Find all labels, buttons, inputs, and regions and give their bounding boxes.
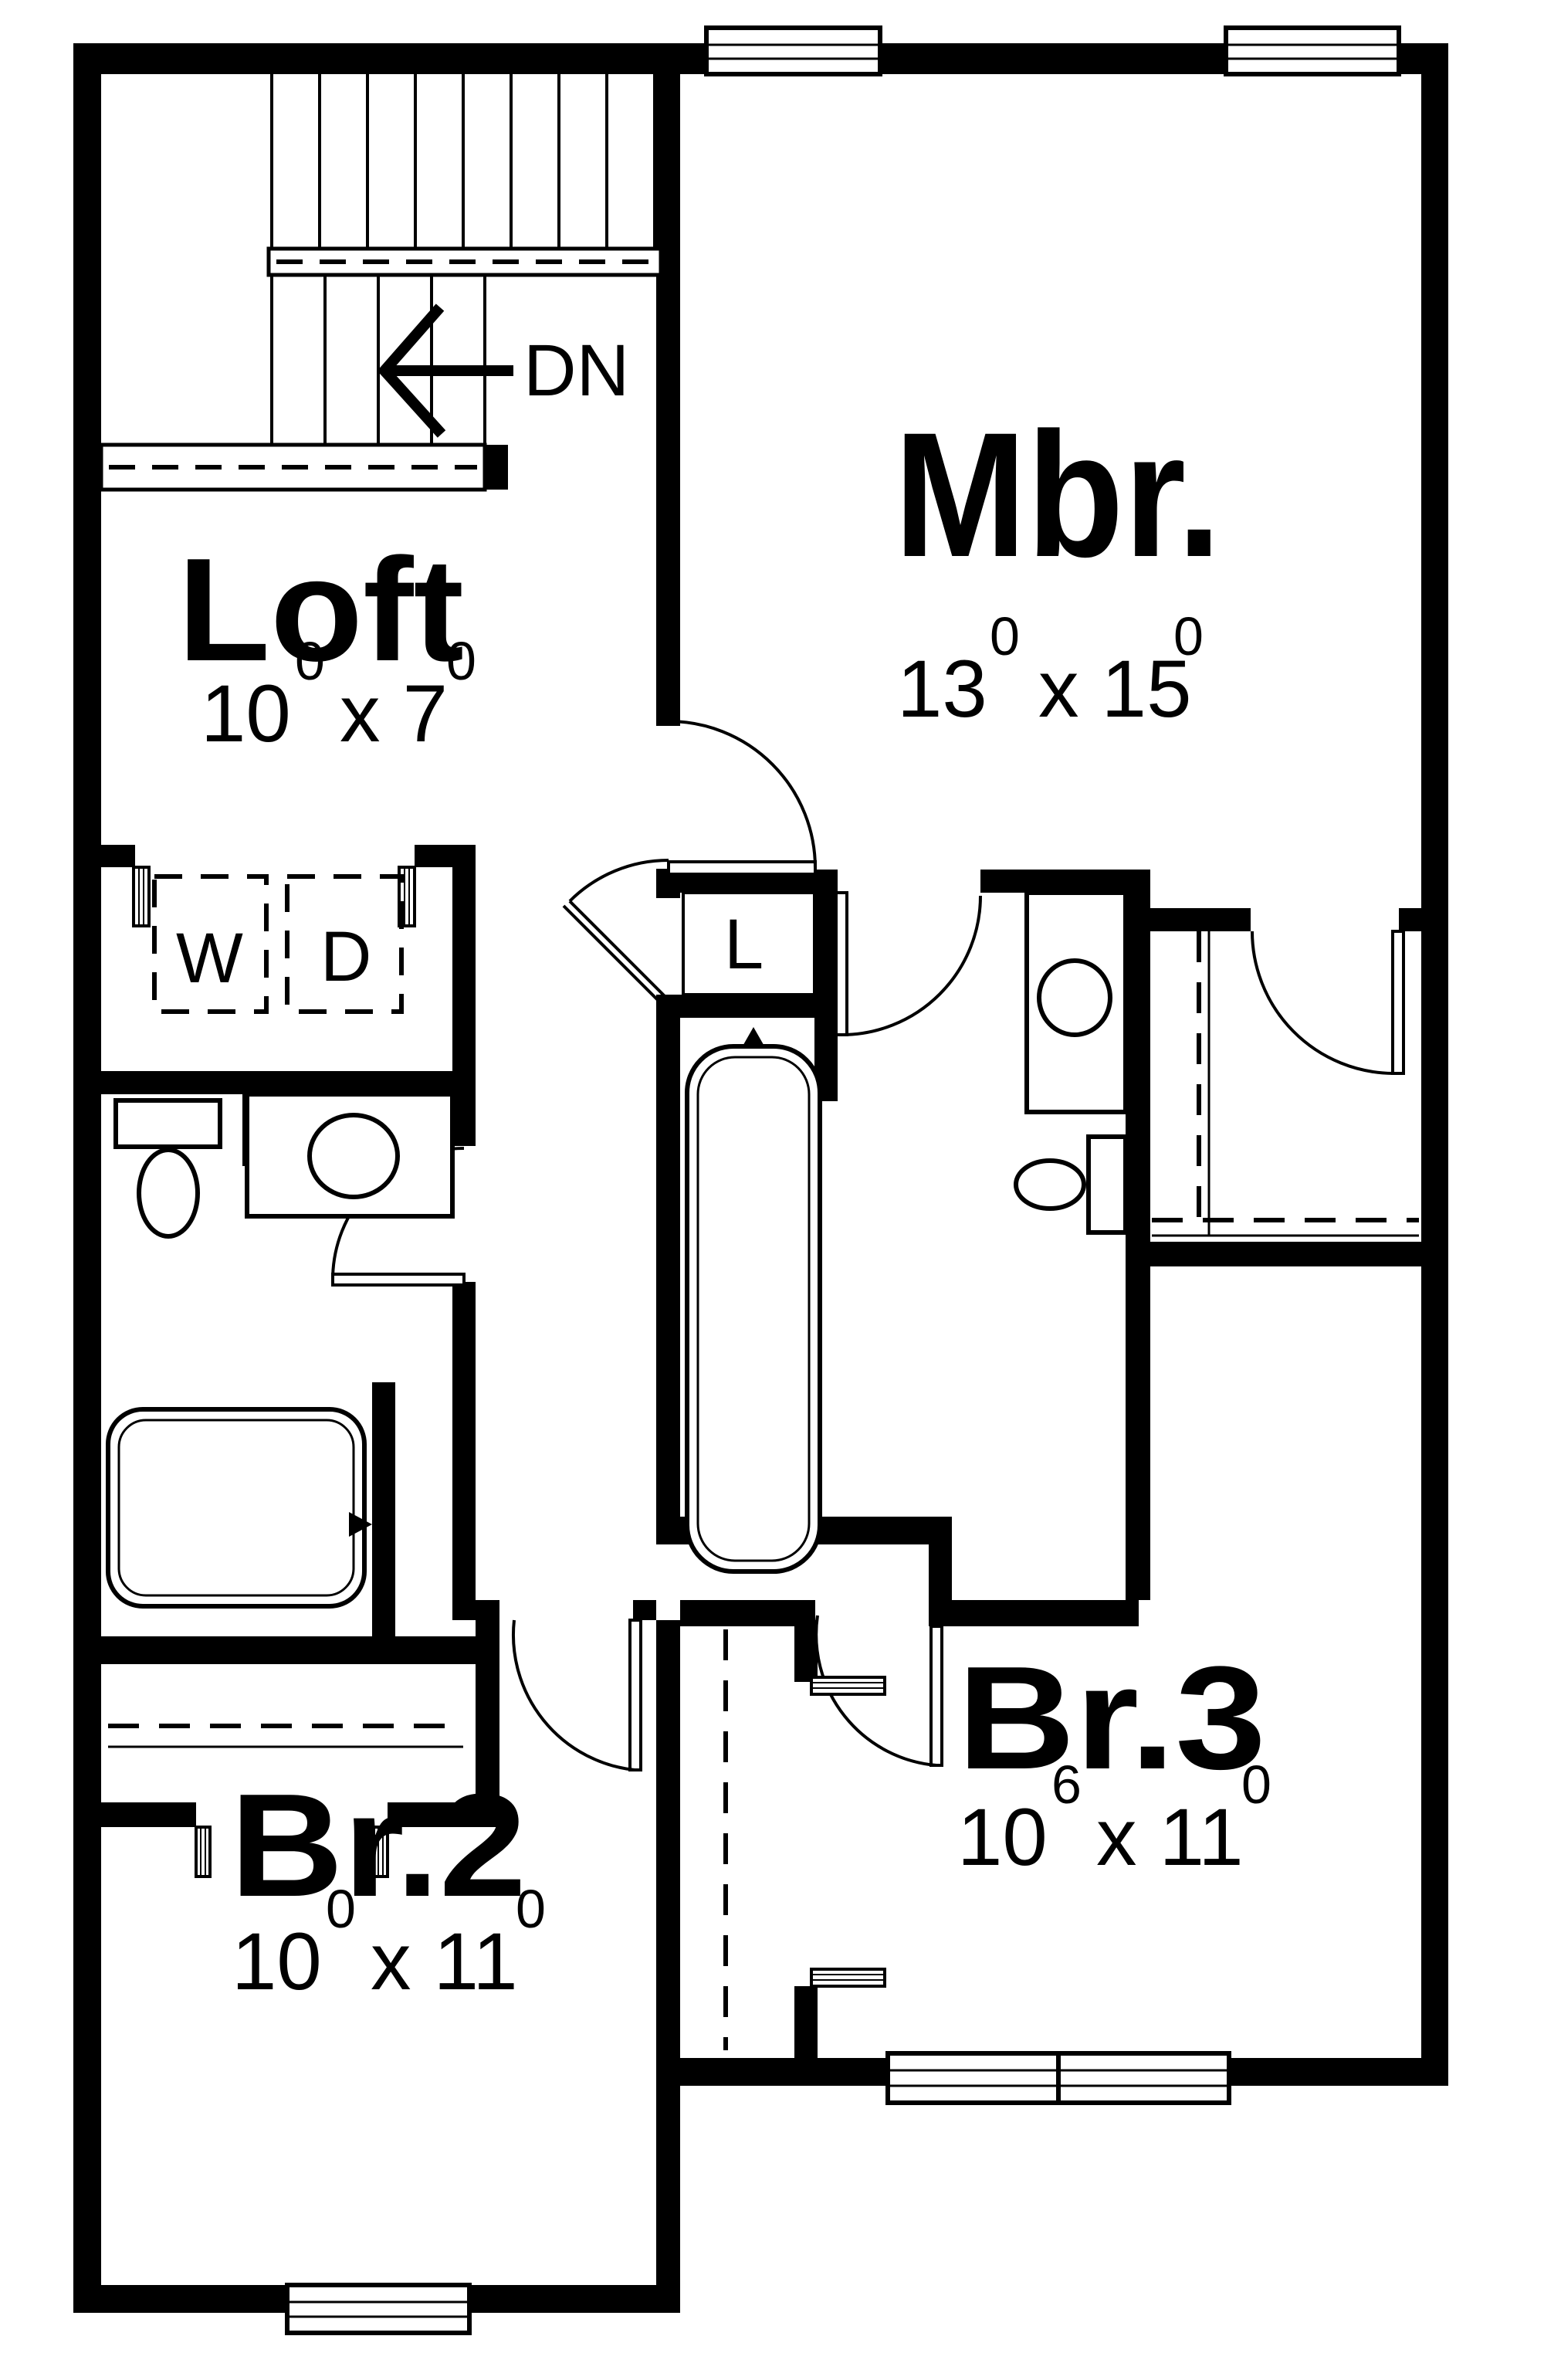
- hall-bath-tub-faucet: [349, 1512, 372, 1537]
- wall-pocket-south: [680, 1600, 815, 1626]
- stairs: [99, 74, 663, 492]
- master-bath-tub-faucet: [741, 1027, 766, 1049]
- wall-hall-bath-divider-upper: [656, 1000, 680, 1517]
- jamb-br2-closet-left: [195, 1826, 212, 1878]
- labels: Loft 10 0 x 7 0 Mbr. 13 0 x 15 0 Br.2 10…: [176, 330, 1271, 2007]
- room-dim-loft: 10 0 x 7 0: [201, 631, 476, 759]
- window-br3-double: [885, 2051, 1231, 2105]
- stairs-down-label: DN: [523, 330, 629, 412]
- room-dim-br3: 10 6 x 11 0: [957, 1754, 1271, 1883]
- linen-closet-interior: [682, 891, 816, 996]
- wall-mcloset-south: [1126, 1242, 1448, 1266]
- washer-box: [152, 874, 269, 1014]
- svg-text:10: 10: [201, 669, 291, 759]
- wall-hallbath-north: [73, 1071, 476, 1094]
- wall-hall-south-west: [633, 1600, 656, 1620]
- wall-br3-closet-stub-top: [794, 1620, 818, 1682]
- washer-label: W: [176, 919, 243, 998]
- room-dim-mbr: 13 0 x 15 0: [897, 606, 1204, 734]
- stair-landing-upper: [266, 246, 663, 277]
- wall-exterior-left: [73, 43, 101, 2313]
- door-br2: [511, 1619, 642, 1771]
- room-label-loft: Loft: [178, 528, 464, 692]
- svg-text:0: 0: [1241, 1754, 1271, 1815]
- wall-br2-nook-west: [476, 1600, 499, 1827]
- wall-br2-closet-front-right: [388, 1802, 499, 1827]
- closet-lines: [108, 931, 1419, 2050]
- stair-upper-flight-treads: [318, 74, 656, 249]
- master-bath-toilet: [1014, 1134, 1128, 1235]
- door-mbr: [667, 720, 817, 876]
- svg-text:x 7: x 7: [340, 669, 448, 759]
- svg-text:13: 13: [897, 644, 987, 734]
- wall-mcloset-top-left: [1126, 908, 1251, 931]
- wall-linen-bottom: [656, 995, 838, 1018]
- wall-mbath-east: [1126, 870, 1150, 1600]
- linen-label: L: [724, 905, 764, 984]
- door-master-closet: [1251, 930, 1405, 1075]
- dryer-box: [285, 874, 404, 1014]
- window-br2: [285, 2283, 472, 2335]
- room-dim-br2: 10 0 x 11 0: [232, 1879, 546, 2007]
- wall-mbath-north: [980, 870, 1126, 893]
- wall-laundry-top-right: [415, 845, 476, 867]
- wall-br2-closet-front-left: [73, 1802, 196, 1827]
- wall-br2-br3-divider: [656, 1620, 680, 2313]
- hall-bath-tub: [106, 1407, 372, 1609]
- master-bath-vanity: [1024, 890, 1128, 1114]
- svg-text:x 11: x 11: [1096, 1792, 1244, 1883]
- svg-text:0: 0: [326, 1879, 356, 1939]
- svg-text:x 15: x 15: [1038, 644, 1191, 734]
- wall-stair-mbr-divider: [656, 74, 680, 726]
- svg-text:10: 10: [957, 1792, 1048, 1883]
- hall-bath-vanity: [242, 1092, 455, 1219]
- svg-text:0: 0: [295, 631, 325, 691]
- wall-mcloset-top-right: [1399, 908, 1421, 931]
- wall-tub-alcove: [372, 1382, 395, 1636]
- master-bath-tub: [685, 1027, 822, 1574]
- wall-mbath-south-jog: [929, 1517, 952, 1626]
- svg-text:x 11: x 11: [371, 1917, 518, 2007]
- wall-exterior-right: [1421, 43, 1448, 2086]
- window-mbr-2: [1224, 25, 1401, 76]
- door-linen-closet: [562, 859, 670, 1006]
- stairs-down-arrow: [377, 303, 513, 438]
- fixtures: [106, 874, 1128, 1609]
- door-master-bath: [835, 891, 982, 1036]
- hall-bath-sink: [307, 1113, 400, 1199]
- jamb-laundry-left: [132, 866, 151, 927]
- svg-text:0: 0: [446, 631, 476, 691]
- svg-text:0: 0: [1173, 606, 1204, 666]
- stair-lower-flight-treads: [270, 275, 486, 445]
- doors: [331, 720, 1405, 1771]
- svg-text:0: 0: [990, 606, 1020, 666]
- room-label-br2: Br.2: [230, 1764, 527, 1927]
- windows: [285, 25, 1401, 2335]
- svg-text:6: 6: [1051, 1754, 1082, 1815]
- wall-laundry-top-left: [101, 845, 135, 867]
- wall-br3-closet-stub-bottom: [794, 1986, 818, 2058]
- room-label-br3: Br.3: [957, 1636, 1266, 1800]
- jamb-br3-closet-bottom: [810, 1968, 886, 1988]
- hall-bath-toilet: [113, 1098, 222, 1239]
- jamb-br3-closet-top: [810, 1676, 886, 1696]
- wall-linen-east: [814, 870, 838, 1101]
- wall-hall-west-lower: [452, 1282, 476, 1620]
- wall-mbath-south-east: [952, 1600, 1139, 1626]
- stair-landing-lower: [99, 442, 508, 492]
- wall-hallbath-south: [73, 1636, 476, 1664]
- svg-text:10: 10: [232, 1917, 322, 2007]
- room-label-mbr: Mbr.: [894, 395, 1221, 594]
- wall-hall-west-upper: [452, 845, 476, 1146]
- svg-text:0: 0: [516, 1879, 546, 1939]
- door-br3: [814, 1615, 943, 1767]
- window-mbr-1: [704, 25, 882, 76]
- jamb-br2-closet-right: [372, 1826, 389, 1878]
- dryer-label: D: [320, 917, 371, 996]
- master-bath-sink: [1037, 958, 1112, 1037]
